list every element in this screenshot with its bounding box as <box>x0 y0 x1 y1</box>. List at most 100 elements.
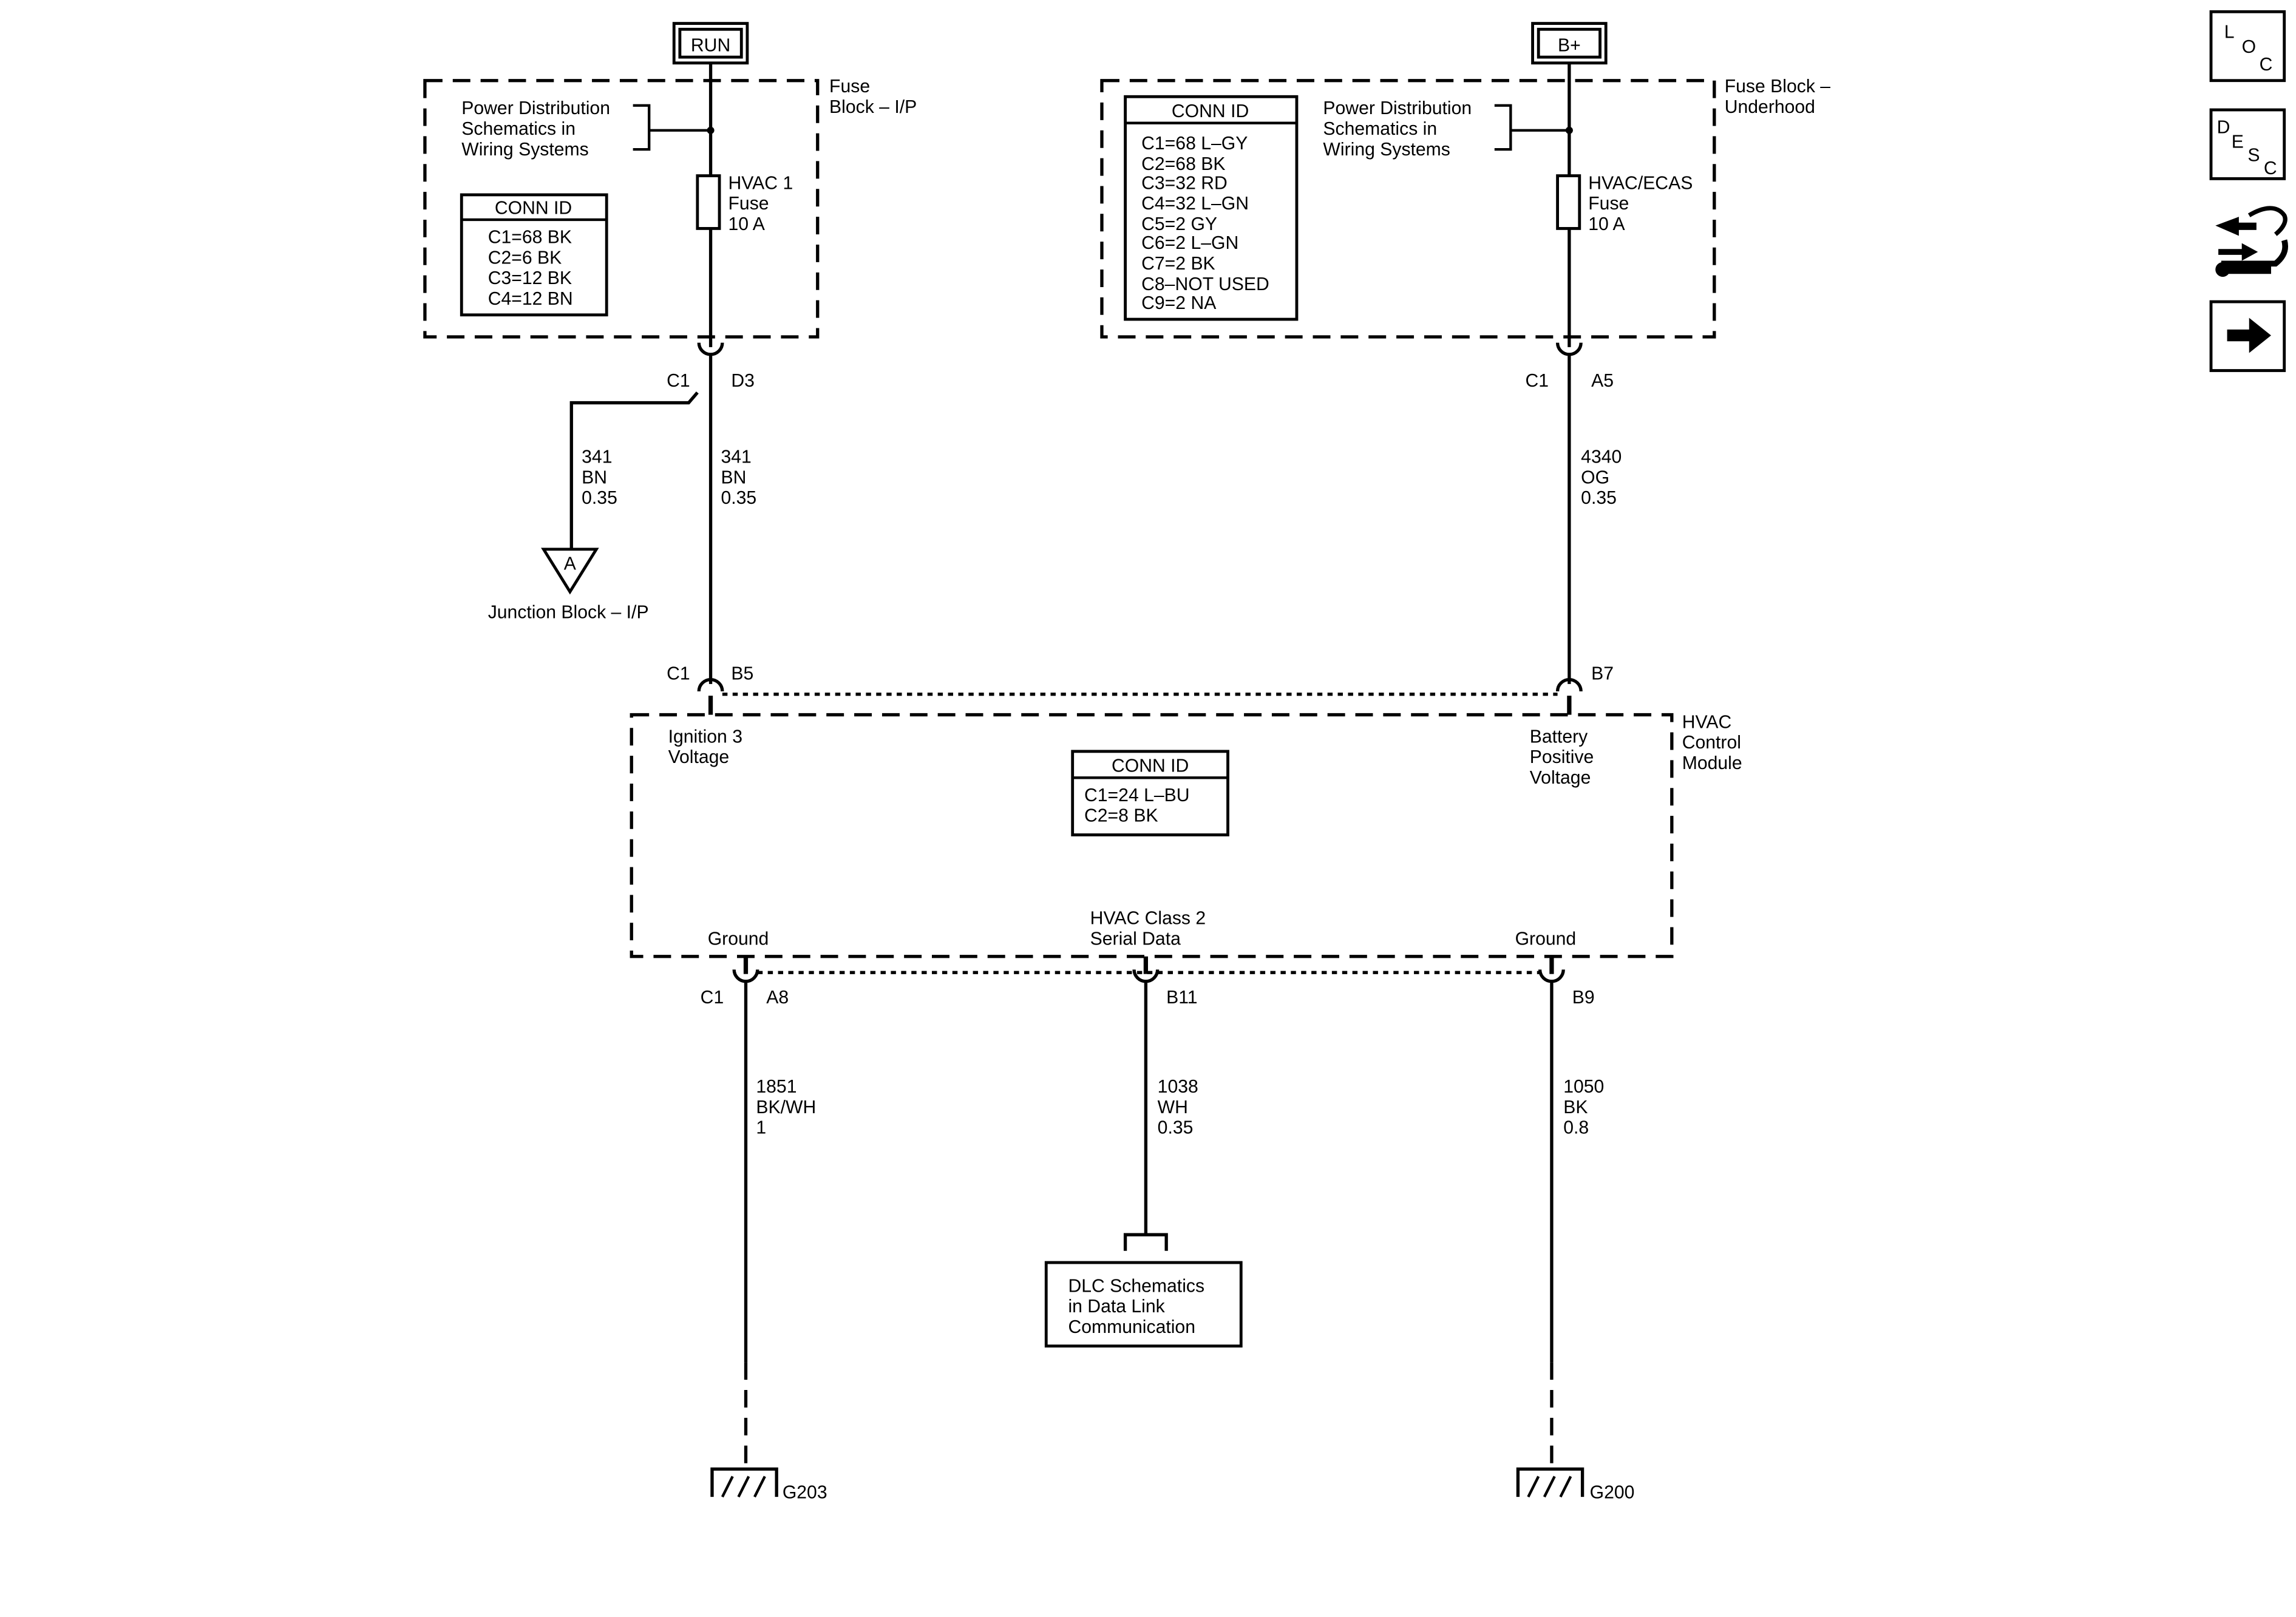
conn-id-row: C4=32 L–GN <box>1141 194 1249 214</box>
fuse-block-ip-ref-1: Power Distribution <box>461 98 610 118</box>
hvac-module-title-3: Module <box>1682 753 1742 773</box>
pin-b11-label: B11 <box>1166 988 1197 1008</box>
connector-a8-icon <box>732 969 759 983</box>
battery-feed-circuit: C1 A5 4340 OG 0.35 <box>1525 63 1622 684</box>
desc-letter-c: C <box>2264 158 2277 178</box>
conn-id-row: C5=2 GY <box>1141 214 1217 234</box>
fuse-block-uh-title-2: Underhood <box>1725 97 1815 117</box>
desc-letter-d: D <box>2217 118 2230 138</box>
conn-id-header: CONN ID <box>495 198 572 218</box>
hvac-ecas-fuse-rating: 10 A <box>1588 214 1625 234</box>
hvac-control-module: HVAC Control Module Ignition 3 Voltage B… <box>630 712 1742 958</box>
conn-id-row: C3=12 BK <box>488 268 572 288</box>
hvac-ecas-fuse-name: HVAC/ECAS <box>1588 173 1693 193</box>
wire-4340-color: OG <box>1581 467 1609 487</box>
run-power-source: RUN <box>672 22 749 65</box>
loc-letter-o: O <box>2242 37 2256 57</box>
pin-b5-label: B5 <box>731 664 753 684</box>
fuse-block-ip-ref-3: Wiring Systems <box>461 140 588 160</box>
conn-id-row: C1=68 BK <box>488 228 572 248</box>
connector-b9-icon <box>1538 969 1565 983</box>
wire-341-main-color: BN <box>721 467 746 487</box>
wire-1851-num: 1851 <box>756 1077 796 1097</box>
connector-b11-icon <box>1132 969 1160 983</box>
batt-voltage-1: Battery <box>1530 727 1588 747</box>
wire-1851-gauge: 1 <box>756 1118 766 1138</box>
conn-id-row: C2=68 BK <box>1141 154 1225 174</box>
conn-id-row: C4=12 BN <box>488 289 573 309</box>
fuse-block-ip: Fuse Block – I/P Power Distribution Sche… <box>423 76 917 339</box>
conn-c1-label: C1 <box>667 371 690 391</box>
conn-id-row: C9=2 NA <box>1141 293 1217 313</box>
hvac-module-title-1: HVAC <box>1682 712 1732 732</box>
desc-letter-s: S <box>2247 145 2260 165</box>
conn-id-row: C6=2 L–GN <box>1141 233 1238 253</box>
dlc-ref-line-1: DLC Schematics <box>1068 1276 1204 1296</box>
wire-341-main-gauge: 0.35 <box>721 488 756 508</box>
connector-d3-icon <box>697 342 724 356</box>
wrench-exchange-icon <box>2215 206 2288 277</box>
wire-4340-num: 4340 <box>1581 447 1622 467</box>
pin-a8-label: A8 <box>766 988 789 1008</box>
wire-341-junction-color: BN <box>582 467 607 487</box>
loc-button[interactable]: L O C <box>2209 10 2286 83</box>
fuse-block-uh-ref-2: Schematics in <box>1323 119 1437 139</box>
next-page-button[interactable] <box>2209 300 2286 372</box>
fuse-block-ip-title-2: Block – I/P <box>829 97 917 117</box>
wire-1038-gauge: 0.35 <box>1158 1118 1194 1138</box>
batt-label: B+ <box>1558 35 1581 55</box>
dlc-ref-line-3: Communication <box>1068 1317 1195 1337</box>
arrow-right-icon <box>2227 317 2271 353</box>
pin-b7-label: B7 <box>1591 664 1614 684</box>
conn-id-row: C2=8 BK <box>1084 806 1158 826</box>
wire-1851-color: BK/WH <box>756 1097 816 1117</box>
service-repair-button[interactable] <box>2211 202 2288 280</box>
run-label: RUN <box>691 35 730 55</box>
battery-power-source: B+ <box>1531 22 1608 65</box>
hvac-top-connectors: C1 B5 B7 <box>667 664 1614 715</box>
hvac1-fuse-rating: 10 A <box>729 214 766 234</box>
conn-id-row: C1=68 L–GY <box>1141 134 1248 154</box>
fuse-block-uh-title-1: Fuse Block – <box>1725 76 1831 97</box>
hvac1-fuse-word: Fuse <box>729 194 769 214</box>
connector-a5-icon <box>1555 342 1583 356</box>
wire-1050-num: 1050 <box>1563 1077 1604 1097</box>
fuse-block-ip-ref-2: Schematics in <box>461 119 576 139</box>
conn-id-header: CONN ID <box>1112 756 1189 776</box>
batt-voltage-2: Positive <box>1530 747 1594 767</box>
ground-left-label: Ground <box>708 929 769 949</box>
hvac-ecas-fuse-icon <box>1556 174 1581 230</box>
loc-letter-c: C <box>2260 55 2273 75</box>
desc-button[interactable]: D E S C <box>2209 108 2286 180</box>
wire-1038-color: WH <box>1158 1097 1188 1117</box>
ground-right-label: Ground <box>1515 929 1577 949</box>
dlc-schematics-reference[interactable]: DLC Schematics in Data Link Communicatio… <box>1044 1261 1243 1348</box>
fuse-block-underhood: Fuse Block – Underhood Power Distributio… <box>1100 76 1831 339</box>
hvac1-fuse-name: HVAC 1 <box>729 173 793 193</box>
conn-c1-label: C1 <box>667 664 690 684</box>
pin-d3-label: D3 <box>731 371 755 391</box>
wire-1050-gauge: 0.8 <box>1563 1118 1589 1138</box>
conn-id-row: C1=24 L–BU <box>1084 785 1190 805</box>
ground-g203-label: G203 <box>783 1483 827 1503</box>
fuse-block-uh-ref-1: Power Distribution <box>1323 98 1472 118</box>
junction-symbol: A <box>564 554 577 574</box>
dlc-ref-line-2: in Data Link <box>1068 1297 1165 1317</box>
hvac1-fuse-icon <box>696 174 721 230</box>
ground-circuit-g203: 1851 BK/WH 1 G203 <box>710 981 827 1503</box>
desc-letter-e: E <box>2232 132 2244 152</box>
ign-voltage-1: Ignition 3 <box>668 727 742 747</box>
wire-341-main-num: 341 <box>721 447 751 467</box>
conn-c1-label: C1 <box>1525 371 1549 391</box>
loc-letter-l: L <box>2224 22 2235 42</box>
ignition-feed-circuit: C1 D3 341 BN 0.35 A Junction Block – I/P… <box>488 63 756 684</box>
junction-triangle-icon <box>541 547 599 595</box>
hvac-bottom-connectors: C1 A8 B11 B9 <box>701 956 1595 1008</box>
conn-id-row: C7=2 BK <box>1141 254 1215 274</box>
fuse-block-ip-title-1: Fuse <box>829 76 870 97</box>
conn-c1-label: C1 <box>701 988 724 1008</box>
hvac-conn-table: CONN ID C1=24 L–BU C2=8 BK <box>1071 750 1229 836</box>
serial-data-circuit: 1038 WH 0.35 DLC Schematics in Data Link… <box>1044 981 1243 1348</box>
serial-data-label-1: HVAC Class 2 <box>1090 909 1206 929</box>
